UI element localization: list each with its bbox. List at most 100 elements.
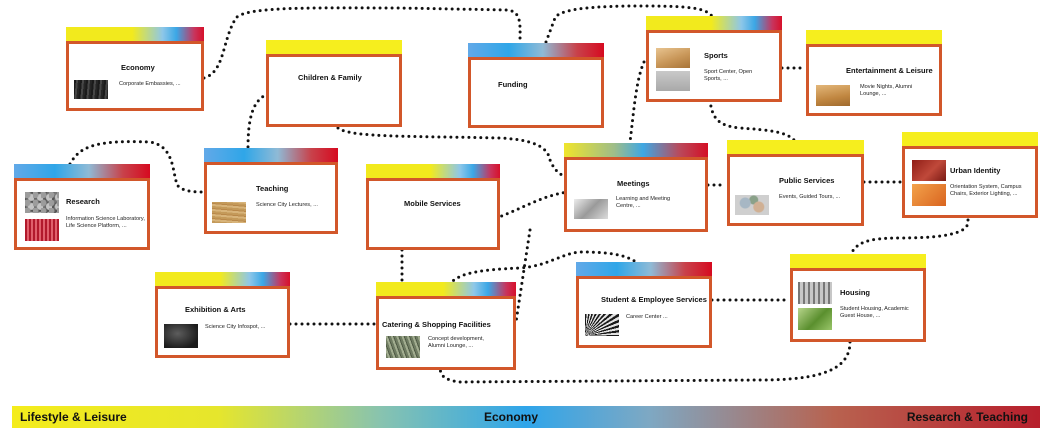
link-catering-student <box>444 250 638 298</box>
node-funding-bar <box>468 43 604 57</box>
axis-label-center: Economy <box>484 410 539 424</box>
node-entertainment-leisure-box <box>806 44 942 116</box>
node-teaching-image <box>212 202 246 223</box>
node-public-services-bar <box>727 140 864 154</box>
node-meetings-bar <box>564 143 708 157</box>
node-economy-bar <box>66 27 204 41</box>
node-exhibition-arts[interactable]: Exhibition & Arts Science City Infospot,… <box>155 272 290 358</box>
node-mobile-services-bar <box>366 164 500 178</box>
node-economy-box <box>66 41 204 111</box>
node-exhibition-arts-desc: Science City Infospot, ... <box>205 324 266 330</box>
axis-label-right: Research & Teaching <box>906 410 1028 424</box>
node-exhibition-arts-title: Exhibition & Arts <box>185 305 246 314</box>
node-entertainment-leisure-title: Entertainment & Leisure <box>846 66 933 75</box>
node-catering-shopping[interactable]: Catering & Shopping Facilities Concept d… <box>376 282 516 370</box>
link-children-meetings <box>336 126 568 178</box>
node-children-family-box <box>266 54 402 127</box>
node-economy-title: Economy <box>121 63 155 72</box>
node-sports[interactable]: Sports Sport Center, Open Sports, ... <box>646 16 782 102</box>
node-urban-identity-image-2 <box>912 184 946 206</box>
node-exhibition-arts-image <box>164 324 198 348</box>
node-meetings-box <box>564 157 708 232</box>
link-economy-funding <box>202 6 522 80</box>
node-urban-identity-title: Urban Identity <box>950 166 1001 175</box>
node-mobile-services-box <box>366 178 500 250</box>
link-funding-sports <box>544 4 714 44</box>
node-children-family[interactable]: Children & Family <box>266 40 402 127</box>
node-sports-desc: Sport Center, Open Sports, ... <box>704 69 753 82</box>
node-housing-image-2 <box>798 308 832 330</box>
node-student-employee-image <box>585 314 619 336</box>
node-housing-box <box>790 268 926 342</box>
node-student-employee-title: Student & Employee Services <box>601 295 707 304</box>
node-children-family-bar <box>266 40 402 54</box>
node-research-image-2 <box>25 219 59 241</box>
axis-label-left: Lifestyle & Leisure <box>20 410 127 424</box>
node-entertainment-leisure-bar <box>806 30 942 44</box>
node-mobile-services[interactable]: Mobile Services <box>366 164 500 250</box>
link-mobile-meetings <box>494 190 570 220</box>
node-research-title: Research <box>66 197 100 206</box>
link-sports-public <box>708 98 796 142</box>
node-public-services-desc: Events, Guided Tours, ... <box>779 194 841 200</box>
node-public-services-box <box>727 154 864 226</box>
node-catering-shopping-bar <box>376 282 516 296</box>
node-teaching-bar <box>204 148 338 162</box>
link-urban-housing <box>848 218 970 258</box>
node-meetings-image <box>574 199 608 219</box>
node-entertainment-leisure[interactable]: Entertainment & Leisure Movie Nights, Al… <box>806 30 942 116</box>
node-teaching-desc: Science City Lectures, ... <box>256 202 318 208</box>
node-meetings-title: Meetings <box>617 179 650 188</box>
node-funding[interactable]: Funding <box>468 43 604 128</box>
node-housing-title: Housing <box>840 288 870 297</box>
node-children-family-title: Children & Family <box>298 73 362 82</box>
link-meetings-catering <box>514 228 532 324</box>
node-sports-image-2 <box>656 71 690 91</box>
node-funding-title: Funding <box>498 80 528 89</box>
link-children-teaching <box>246 92 270 150</box>
node-urban-identity-image-1 <box>912 160 946 181</box>
node-research-bar <box>14 164 150 178</box>
node-urban-identity[interactable]: Urban Identity Orientation System, Campu… <box>902 132 1038 218</box>
axis-gradient-bar: Lifestyle & Leisure Economy Research & T… <box>12 406 1040 428</box>
node-housing-desc: Student Housing, Academic Guest House, .… <box>840 306 909 319</box>
node-economy-desc: Corporate Embassies, ... <box>119 81 181 87</box>
node-teaching-title: Teaching <box>256 184 289 193</box>
node-student-employee-bar <box>576 262 712 276</box>
link-sports-meetings <box>628 60 646 144</box>
node-exhibition-arts-bar <box>155 272 290 286</box>
node-catering-shopping-image <box>386 336 420 358</box>
node-mobile-services-title: Mobile Services <box>404 199 461 208</box>
node-sports-title: Sports <box>704 51 728 60</box>
node-student-employee-desc: Career Center ... <box>626 314 668 320</box>
node-research-image-1 <box>25 192 59 213</box>
node-entertainment-leisure-desc: Movie Nights, Alumni Lounge, ... <box>860 84 913 97</box>
node-economy[interactable]: Economy Corporate Embassies, ... <box>66 27 204 111</box>
node-entertainment-leisure-image <box>816 85 850 106</box>
node-public-services-image <box>735 195 769 215</box>
node-housing-image-1 <box>798 282 832 304</box>
node-urban-identity-box <box>902 146 1038 218</box>
node-teaching[interactable]: Teaching Science City Lectures, ... <box>204 148 338 234</box>
node-student-employee-box <box>576 276 712 348</box>
node-urban-identity-bar <box>902 132 1038 146</box>
node-teaching-box <box>204 162 338 234</box>
link-housing-catering <box>438 340 852 384</box>
node-public-services[interactable]: Public Services Events, Guided Tours, ..… <box>727 140 864 226</box>
node-research[interactable]: Research Information Science Laboratory,… <box>14 164 150 250</box>
node-catering-shopping-title: Catering & Shopping Facilities <box>382 320 491 329</box>
link-research-teaching <box>68 140 206 194</box>
node-student-employee[interactable]: Student & Employee Services Career Cente… <box>576 262 712 348</box>
node-catering-shopping-desc: Concept development, Alumni Lounge, ... <box>428 336 484 349</box>
node-housing[interactable]: Housing Student Housing, Academic Guest … <box>790 254 926 342</box>
node-housing-bar <box>790 254 926 268</box>
node-research-box <box>14 178 150 250</box>
node-sports-image-1 <box>656 48 690 68</box>
node-meetings-desc: Learning and Meeting Centre, ... <box>616 196 671 209</box>
node-public-services-title: Public Services <box>779 176 835 185</box>
node-meetings[interactable]: Meetings Learning and Meeting Centre, ..… <box>564 143 708 232</box>
node-economy-image <box>74 80 108 99</box>
node-urban-identity-desc: Orientation System, Campus Chairs, Exter… <box>950 184 1022 197</box>
node-research-desc: Information Science Laboratory, Life Sci… <box>66 216 145 229</box>
